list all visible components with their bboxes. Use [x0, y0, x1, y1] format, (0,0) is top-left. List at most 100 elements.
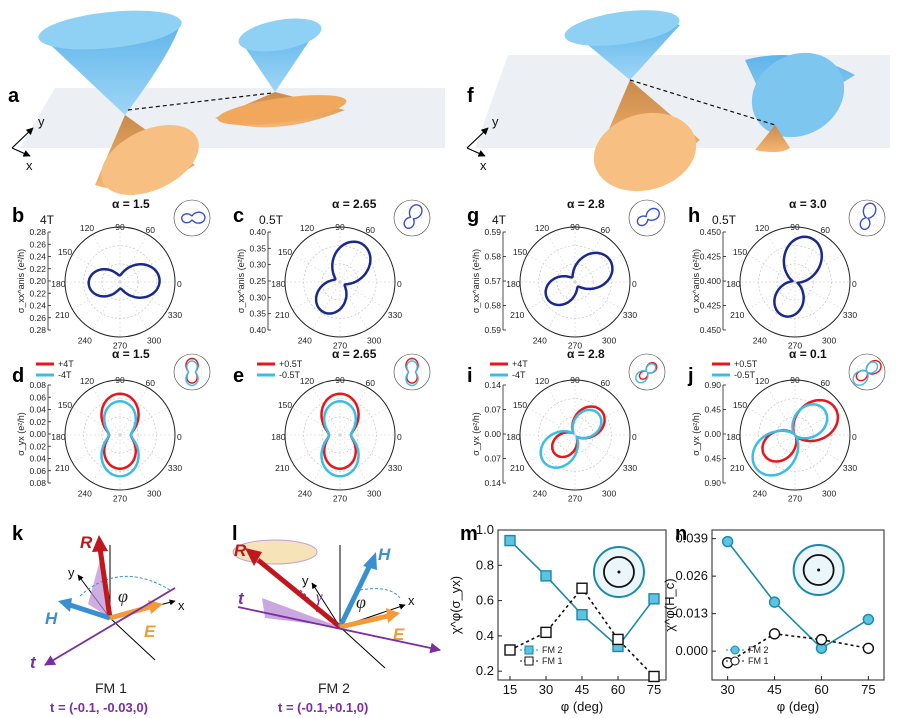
chartN-ylabel: χ^φ(H_c) — [662, 578, 677, 631]
legend-j-plus: +0.5T — [734, 359, 758, 369]
panel-l-vectors: x y γ φ R H E t FM 2 t = (-0.1,+0.1,0) — [232, 539, 442, 715]
panel-label-e: e — [233, 365, 244, 387]
polar-d-ytick-label: 0.00 — [29, 429, 46, 439]
polar-e-spoke — [339, 434, 388, 463]
chartM-ytick-label-0.2: 0.2 — [476, 663, 494, 678]
chartM-series-0-point-0 — [504, 534, 516, 547]
polar-h-ytick-label: 0.450 — [700, 227, 722, 237]
polar-c-ytick-label: 0.30 — [249, 292, 266, 302]
polar-g-ytick-label: 0.59 — [484, 325, 501, 335]
l-fm-name: FM 2 — [318, 680, 350, 696]
polar-c-ytick-label: 0.35 — [249, 243, 266, 253]
polar-h-ytick-label: 0.425 — [700, 301, 722, 311]
inset-e — [393, 353, 431, 391]
chartN-xtick-label-30: 30 — [720, 682, 734, 697]
polar-h-angle-120: 120 — [755, 223, 769, 233]
chartN-xlabel: φ (deg) — [777, 699, 819, 714]
polar-b-angle-0: 0 — [177, 279, 182, 289]
inset-e-curve-1 — [405, 360, 419, 387]
polar-j-spoke — [794, 387, 823, 436]
inset-c-ring — [401, 207, 423, 229]
polar-e-angle-300: 300 — [367, 488, 381, 498]
panel-f-cones: y x — [466, 10, 890, 192]
polar-d-spoke — [72, 407, 121, 436]
axis-y-label-f: y — [492, 114, 499, 129]
inset-g — [628, 199, 666, 237]
chartM-series-1-point-4 — [648, 670, 660, 683]
chartN-series-0-line — [726, 541, 869, 650]
polar-d-ytick-label: 0.08 — [29, 478, 46, 488]
chartN-series-1-point-2 — [815, 633, 828, 646]
polar-e-angle-120: 120 — [300, 376, 314, 386]
panel-label-i: i — [467, 365, 473, 387]
field-h: 0.5T — [712, 213, 737, 227]
k-E-arrowhead — [148, 600, 163, 614]
chartN-rotation-icon-center — [817, 568, 821, 572]
polar-g-spoke — [527, 254, 576, 283]
polar-g-spoke — [574, 234, 603, 283]
polar-g-spoke — [574, 254, 623, 283]
chartN-ytick-label-0.039: 0.039 — [675, 531, 708, 546]
l-axis-y — [311, 582, 341, 628]
alpha-h: α = 3.0 — [789, 197, 827, 211]
polar-d-ytick-label: 0.08 — [29, 380, 46, 390]
polar-b-angle-180: 180 — [51, 279, 65, 289]
chartM-series-0-point-1 — [540, 570, 552, 582]
chartN-frame — [711, 529, 885, 681]
polar-i-angle-120: 120 — [535, 376, 549, 386]
inset-c — [393, 199, 431, 237]
polar-j-spoke — [794, 434, 823, 483]
axis-x-label-f: x — [480, 158, 487, 173]
lower-cone-right-rim — [217, 95, 347, 125]
polar-d-angle-60: 60 — [146, 378, 156, 388]
l-axis-down — [339, 626, 386, 669]
k-x-label: x — [178, 598, 185, 613]
polar-c-spoke — [339, 281, 368, 330]
polar-d-ytick-label: 0.02 — [29, 441, 46, 451]
polar-c-angle-90: 90 — [335, 222, 345, 232]
polar-g-angle-330: 330 — [623, 310, 637, 320]
chartM-ytick-label-0.6: 0.6 — [476, 593, 494, 608]
polar-j-angle-0: 0 — [852, 432, 857, 442]
panel-label-c: c — [233, 205, 244, 227]
k-y-label: y — [68, 565, 75, 580]
polar-h-ytick-label: 0.400 — [700, 276, 722, 286]
polar-j-ytick-label: 0.45 — [704, 454, 721, 464]
polar-h-angle-270: 270 — [788, 340, 802, 350]
polar-i-angle-0: 0 — [632, 432, 637, 442]
polar-j-ytick-label: 0.90 — [704, 478, 721, 488]
inset-i — [628, 353, 666, 391]
polar-b-ytick-label: 0.28 — [29, 325, 46, 335]
polar-i-spoke — [574, 407, 623, 436]
chartM-legend-marker-0 — [524, 645, 534, 655]
polar-i-angle-90: 90 — [570, 375, 580, 385]
polar-d-angle-150: 150 — [58, 400, 72, 410]
polar-i-angle-60: 60 — [601, 378, 611, 388]
polar-i-curve-1 — [539, 408, 603, 469]
polar-j-angle-60: 60 — [821, 378, 831, 388]
legend-e: +0.5T -0.5T — [257, 359, 303, 380]
chartN-series-1-line — [727, 632, 869, 664]
polar-d-spoke — [119, 387, 148, 436]
polar-j-spoke — [747, 434, 796, 463]
polar-i-angle-240: 240 — [533, 488, 547, 498]
polar-d-angle-240: 240 — [78, 488, 92, 498]
polar-j-ylabel: σ_yx (e²/h) — [691, 412, 701, 456]
polar-d-ytick-label: 0.04 — [29, 454, 46, 464]
polar-d-angle-300: 300 — [147, 488, 161, 498]
chartN-series-0-point-1 — [768, 596, 781, 608]
chartM-xtick-label-30: 30 — [539, 682, 553, 697]
polar-g-angle-150: 150 — [513, 247, 527, 257]
polar-c-ytick-label: 0.40 — [249, 227, 266, 237]
inset-h-ring — [856, 207, 878, 229]
chartN-xtick-label-60: 60 — [814, 682, 828, 697]
polar-e-spoke — [339, 407, 388, 436]
polar-h-angle-150: 150 — [733, 247, 747, 257]
polar-g-spoke — [527, 281, 576, 310]
polar-g-angle-240: 240 — [533, 335, 547, 345]
inset-j-curve-1 — [852, 361, 879, 386]
inset-e-ring — [401, 361, 423, 383]
